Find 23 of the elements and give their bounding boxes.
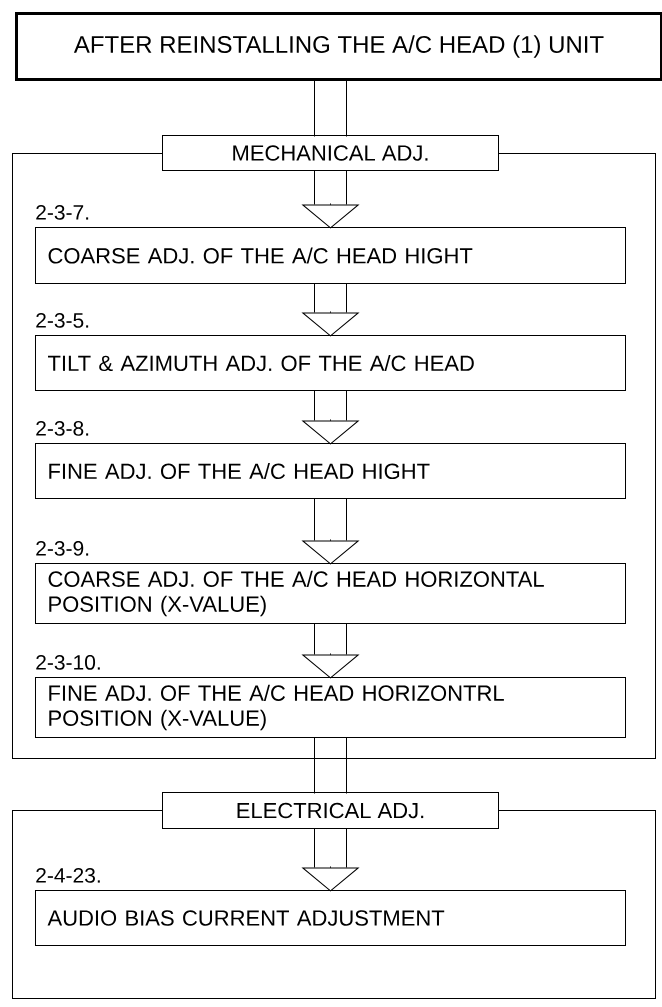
step-number: 2-3-10.: [36, 654, 100, 670]
connector-stem: [314, 80, 347, 137]
step-number: 2-3-9.: [36, 540, 89, 556]
step-number: 2-4-23.: [36, 867, 100, 883]
step-box: COARSE ADJ. OF THE A/C HEAD HORIZONTAL POSITION (X-VALUE): [35, 563, 626, 624]
block-arrow: [302, 828, 359, 892]
group-tab: MECHANICAL ADJ.: [162, 135, 499, 171]
block-arrow: [302, 498, 359, 565]
block-arrow: [302, 623, 359, 679]
group-tab: ELECTRICAL ADJ.: [162, 792, 499, 829]
block-arrow: [302, 170, 359, 229]
step-box: COARSE ADJ. OF THE A/C HEAD HIGHT: [35, 227, 626, 284]
step-number: 2-3-8.: [36, 420, 89, 436]
block-arrow: [302, 283, 359, 337]
step-box: FINE ADJ. OF THE A/C HEAD HORIZONTRL POSITION (X-VALUE): [35, 677, 626, 738]
step-box: TILT & AZIMUTH ADJ. OF THE A/C HEAD: [35, 335, 626, 391]
start-box: AFTER REINSTALLING THE A/C HEAD (1) UNIT: [15, 12, 662, 81]
connector-stem: [314, 737, 347, 794]
step-number: 2-3-5.: [36, 312, 89, 328]
step-box: FINE ADJ. OF THE A/C HEAD HIGHT: [35, 443, 626, 499]
step-box: AUDIO BIAS CURRENT ADJUSTMENT: [35, 890, 626, 946]
block-arrow: [302, 390, 359, 445]
step-number: 2-3-7.: [36, 204, 89, 220]
